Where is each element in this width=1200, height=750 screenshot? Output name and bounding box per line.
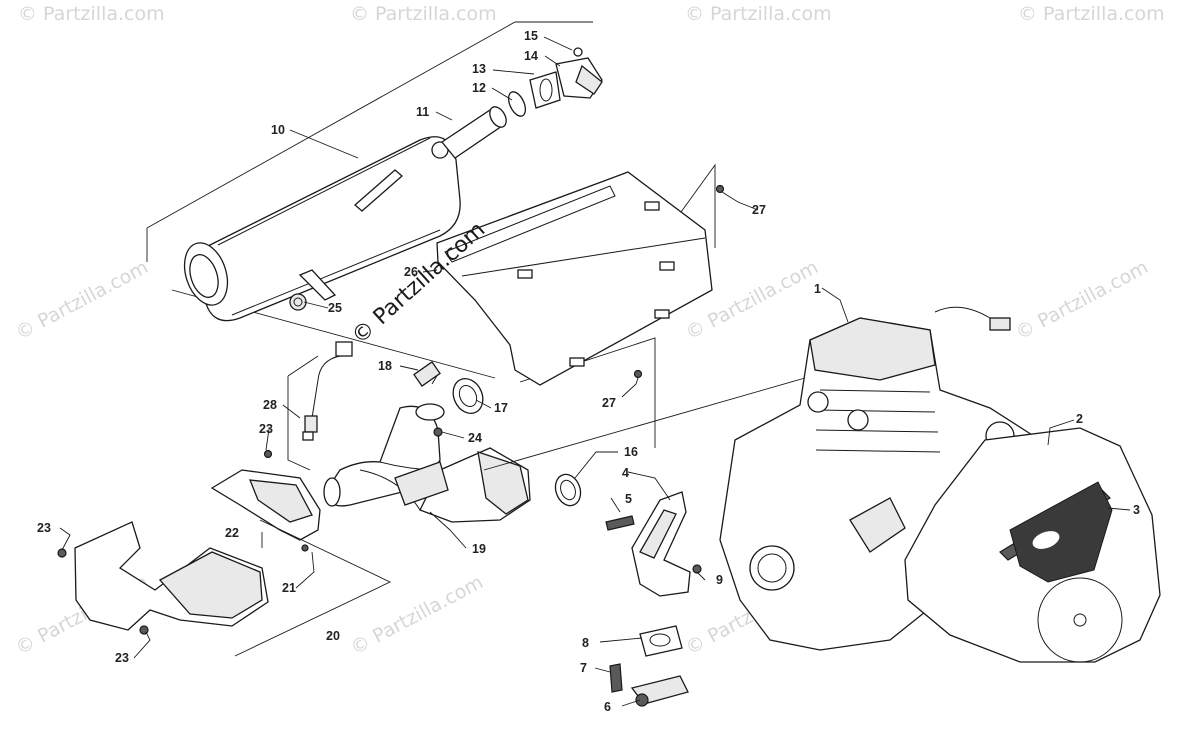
callout-9: 9 [716, 573, 723, 587]
callout-27-top: 27 [752, 203, 766, 217]
watermark: © Partzilla.com [1018, 3, 1165, 25]
heat-shield-screw-top [715, 184, 725, 194]
callout-21: 21 [282, 581, 296, 595]
watermark: © Partzilla.com [12, 256, 152, 344]
callout-16: 16 [624, 445, 638, 459]
callout-5: 5 [625, 492, 632, 506]
callout-13: 13 [472, 62, 486, 76]
callout-6: 6 [604, 700, 611, 714]
isolator-mount [639, 625, 683, 657]
clutch-cover-decal [999, 481, 1113, 583]
callout-27-bottom: 27 [602, 396, 616, 410]
gasket-ring [507, 91, 527, 117]
exhaust-header [323, 403, 531, 523]
exhaust-gasket-ring [452, 377, 484, 415]
isolator-nut [630, 675, 689, 707]
callout-22: 22 [225, 526, 239, 540]
watermark: © Partzilla.com [347, 571, 487, 659]
callout-26: 26 [404, 265, 418, 279]
header-nut [433, 427, 443, 437]
callout-18: 18 [378, 359, 392, 373]
leader-lines [59, 36, 1131, 707]
watermark: © Partzilla.com [685, 3, 832, 25]
callout-20: 20 [326, 629, 340, 643]
callout-25: 25 [328, 301, 342, 315]
watermark: © Partzilla.com [1012, 256, 1152, 344]
header-gasket-ring [554, 473, 582, 507]
callout-23-left: 23 [37, 521, 51, 535]
callout-19: 19 [472, 542, 486, 556]
watermark: © Partzilla.com [18, 3, 165, 25]
callout-28: 28 [263, 398, 277, 412]
muffler [183, 136, 461, 322]
upper-exhaust-shield [210, 449, 321, 541]
oxygen-sensor [287, 341, 353, 471]
callout-7: 7 [580, 661, 587, 675]
engine-mount-bracket [631, 491, 691, 597]
callout-8: 8 [582, 636, 589, 650]
callout-labels: 1 2 3 4 5 6 7 8 9 10 11 12 13 14 15 16 1… [37, 29, 1140, 714]
callout-4: 4 [622, 466, 629, 480]
lower-shield-group-bracket [234, 519, 392, 657]
flange-gasket [529, 71, 561, 109]
callout-23-bottom: 23 [115, 651, 129, 665]
callout-15: 15 [524, 29, 538, 43]
callout-17: 17 [494, 401, 508, 415]
callout-10: 10 [271, 123, 285, 137]
exhaust-spring [413, 361, 441, 387]
spark-arrestor-cap [555, 47, 603, 99]
watermark: © Partzilla.com [350, 3, 497, 25]
mount-nut [692, 564, 702, 574]
mount-bolt [605, 515, 635, 531]
callout-14: 14 [524, 49, 538, 63]
callout-1: 1 [814, 282, 821, 296]
callout-12: 12 [472, 81, 486, 95]
callout-23-upper: 23 [259, 422, 273, 436]
heat-shield-screw-bottom [633, 369, 643, 379]
heat-shield [436, 163, 716, 448]
callout-11: 11 [416, 105, 429, 119]
callout-24: 24 [468, 431, 482, 445]
callout-2: 2 [1076, 412, 1083, 426]
callout-3: 3 [1133, 503, 1140, 517]
lower-exhaust-shield [57, 521, 309, 635]
tailpipe [441, 106, 507, 159]
muffler-grommet [289, 293, 307, 311]
isolator-bolt [609, 663, 623, 693]
